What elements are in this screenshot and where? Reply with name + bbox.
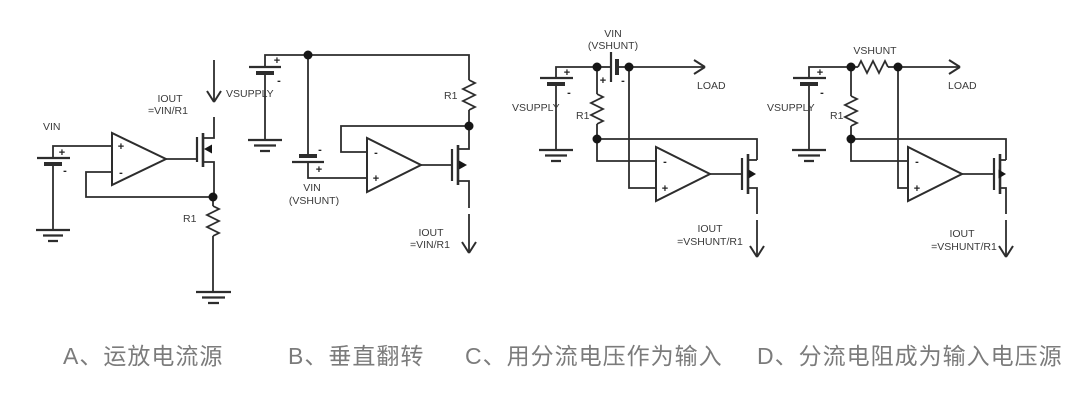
iout-formula-label: =VIN/R1: [410, 239, 450, 251]
junction-dot: [464, 121, 474, 131]
load-label: LOAD: [697, 80, 726, 92]
resistor-symbol: [842, 95, 860, 127]
output-current-arrow: [749, 220, 765, 258]
vin-label: VIN: [43, 121, 61, 133]
circuit-b-schematic: + - - + VIN (VSHUNT) R1 - + IOUT =VIN/R1: [248, 50, 478, 254]
iout-label: IOUT: [157, 93, 183, 105]
battery-symbol: [249, 65, 281, 75]
battery-symbol: [793, 76, 826, 86]
output-current-arrow: [998, 220, 1014, 258]
resistor-symbol: [460, 79, 478, 111]
junction-dot: [846, 134, 856, 144]
battery-minus-sign: -: [567, 87, 571, 99]
vshunt-label: (VSHUNT): [588, 40, 638, 52]
load-arrow: [629, 59, 706, 75]
shunt-plus-sign: +: [600, 75, 606, 87]
r1-label: R1: [576, 110, 590, 122]
opamp-minus-sign: -: [374, 147, 378, 159]
mosfet-symbol: [450, 126, 470, 208]
wire: [264, 54, 470, 179]
battery-minus-sign: -: [820, 87, 824, 99]
ground-symbol: [539, 148, 573, 163]
ground-symbol: [792, 148, 826, 163]
junction-dot: [208, 192, 218, 202]
wire: [52, 145, 214, 292]
ground-symbol: [196, 290, 231, 305]
battery-plus-sign: +: [274, 55, 280, 67]
shunt-battery-symbol: [609, 52, 619, 82]
opamp-minus-sign: -: [915, 156, 919, 168]
battery-plus-sign: +: [564, 67, 570, 79]
vin-label: VIN: [303, 182, 321, 194]
vsupply-label: VSUPPLY: [512, 102, 560, 114]
iout-formula-label: =VSHUNT/R1: [931, 241, 997, 253]
iout-formula-label: =VIN/R1: [148, 105, 188, 117]
battery-minus-sign: -: [277, 75, 281, 87]
r1-label: R1: [183, 213, 197, 225]
vin-label: VIN: [604, 28, 622, 40]
battery-plus-sign: +: [817, 67, 823, 79]
iout-formula-label: =VSHUNT/R1: [677, 236, 743, 248]
junction-dot: [303, 50, 313, 60]
junction-dot: [624, 62, 634, 72]
mosfet-symbol: [740, 154, 758, 214]
battery-symbol: [292, 154, 324, 164]
iout-label: IOUT: [418, 227, 444, 239]
schematic-canvas: VIN + - + - IOUT =VIN/R1 VSUPPLY R1: [36, 28, 1014, 305]
junction-dot: [893, 62, 903, 72]
supply-arrow: [206, 60, 222, 103]
junction-dot: [846, 62, 856, 72]
mosfet-symbol: [195, 117, 215, 197]
shunt-minus-sign: -: [621, 75, 625, 87]
junction-dot: [592, 62, 602, 72]
opamp-symbol: [655, 145, 713, 203]
iout-label: IOUT: [949, 228, 975, 240]
output-current-arrow: [461, 214, 477, 254]
battery-minus-sign: -: [318, 144, 322, 156]
battery-plus-sign: +: [59, 147, 65, 159]
opamp-symbol: [111, 131, 169, 187]
caption-c: C、用分流电压作为输入: [465, 343, 723, 369]
ground-symbol: [36, 228, 70, 243]
battery-minus-sign: -: [63, 165, 67, 177]
opamp-symbol: [907, 145, 965, 203]
opamp-minus-sign: -: [663, 156, 667, 168]
circuit-d-schematic: VSUPPLY + - VSHUNT LOAD R1 - + IOUT =VSH…: [767, 45, 1014, 258]
shunt-resistor-symbol: [857, 58, 889, 76]
opamp-plus-sign: +: [118, 141, 124, 153]
vsupply-label: VSUPPLY: [226, 88, 274, 100]
circuit-c-schematic: VSUPPLY + - VIN (VSHUNT) + - LOAD R1 - +…: [512, 28, 765, 258]
ground-symbol: [248, 138, 282, 153]
caption-a: A、运放电流源: [63, 343, 224, 369]
iout-label: IOUT: [697, 223, 723, 235]
mosfet-symbol: [992, 154, 1007, 214]
r1-label: R1: [444, 90, 458, 102]
battery-plus-sign: +: [316, 164, 322, 176]
vshunt-label: VSHUNT: [853, 45, 897, 57]
vsupply-label: VSUPPLY: [767, 102, 815, 114]
battery-symbol: [37, 156, 70, 166]
opamp-minus-sign: -: [119, 167, 123, 179]
opamp-plus-sign: +: [373, 173, 379, 185]
r1-label: R1: [830, 110, 844, 122]
junction-dot: [592, 134, 602, 144]
load-arrow: [898, 59, 961, 75]
resistor-symbol: [588, 93, 606, 125]
opamp-plus-sign: +: [662, 183, 668, 195]
caption-d: D、分流电阻成为输入电压源: [757, 343, 1063, 369]
battery-symbol: [540, 76, 573, 86]
resistor-symbol: [204, 205, 222, 237]
circuit-a-schematic: VIN + - + - IOUT =VIN/R1 VSUPPLY R1: [36, 60, 274, 305]
opamp-symbol: [366, 136, 424, 194]
vshunt-label: (VSHUNT): [289, 195, 339, 207]
load-label: LOAD: [948, 80, 977, 92]
caption-b: B、垂直翻转: [288, 343, 425, 369]
opamp-plus-sign: +: [914, 183, 920, 195]
